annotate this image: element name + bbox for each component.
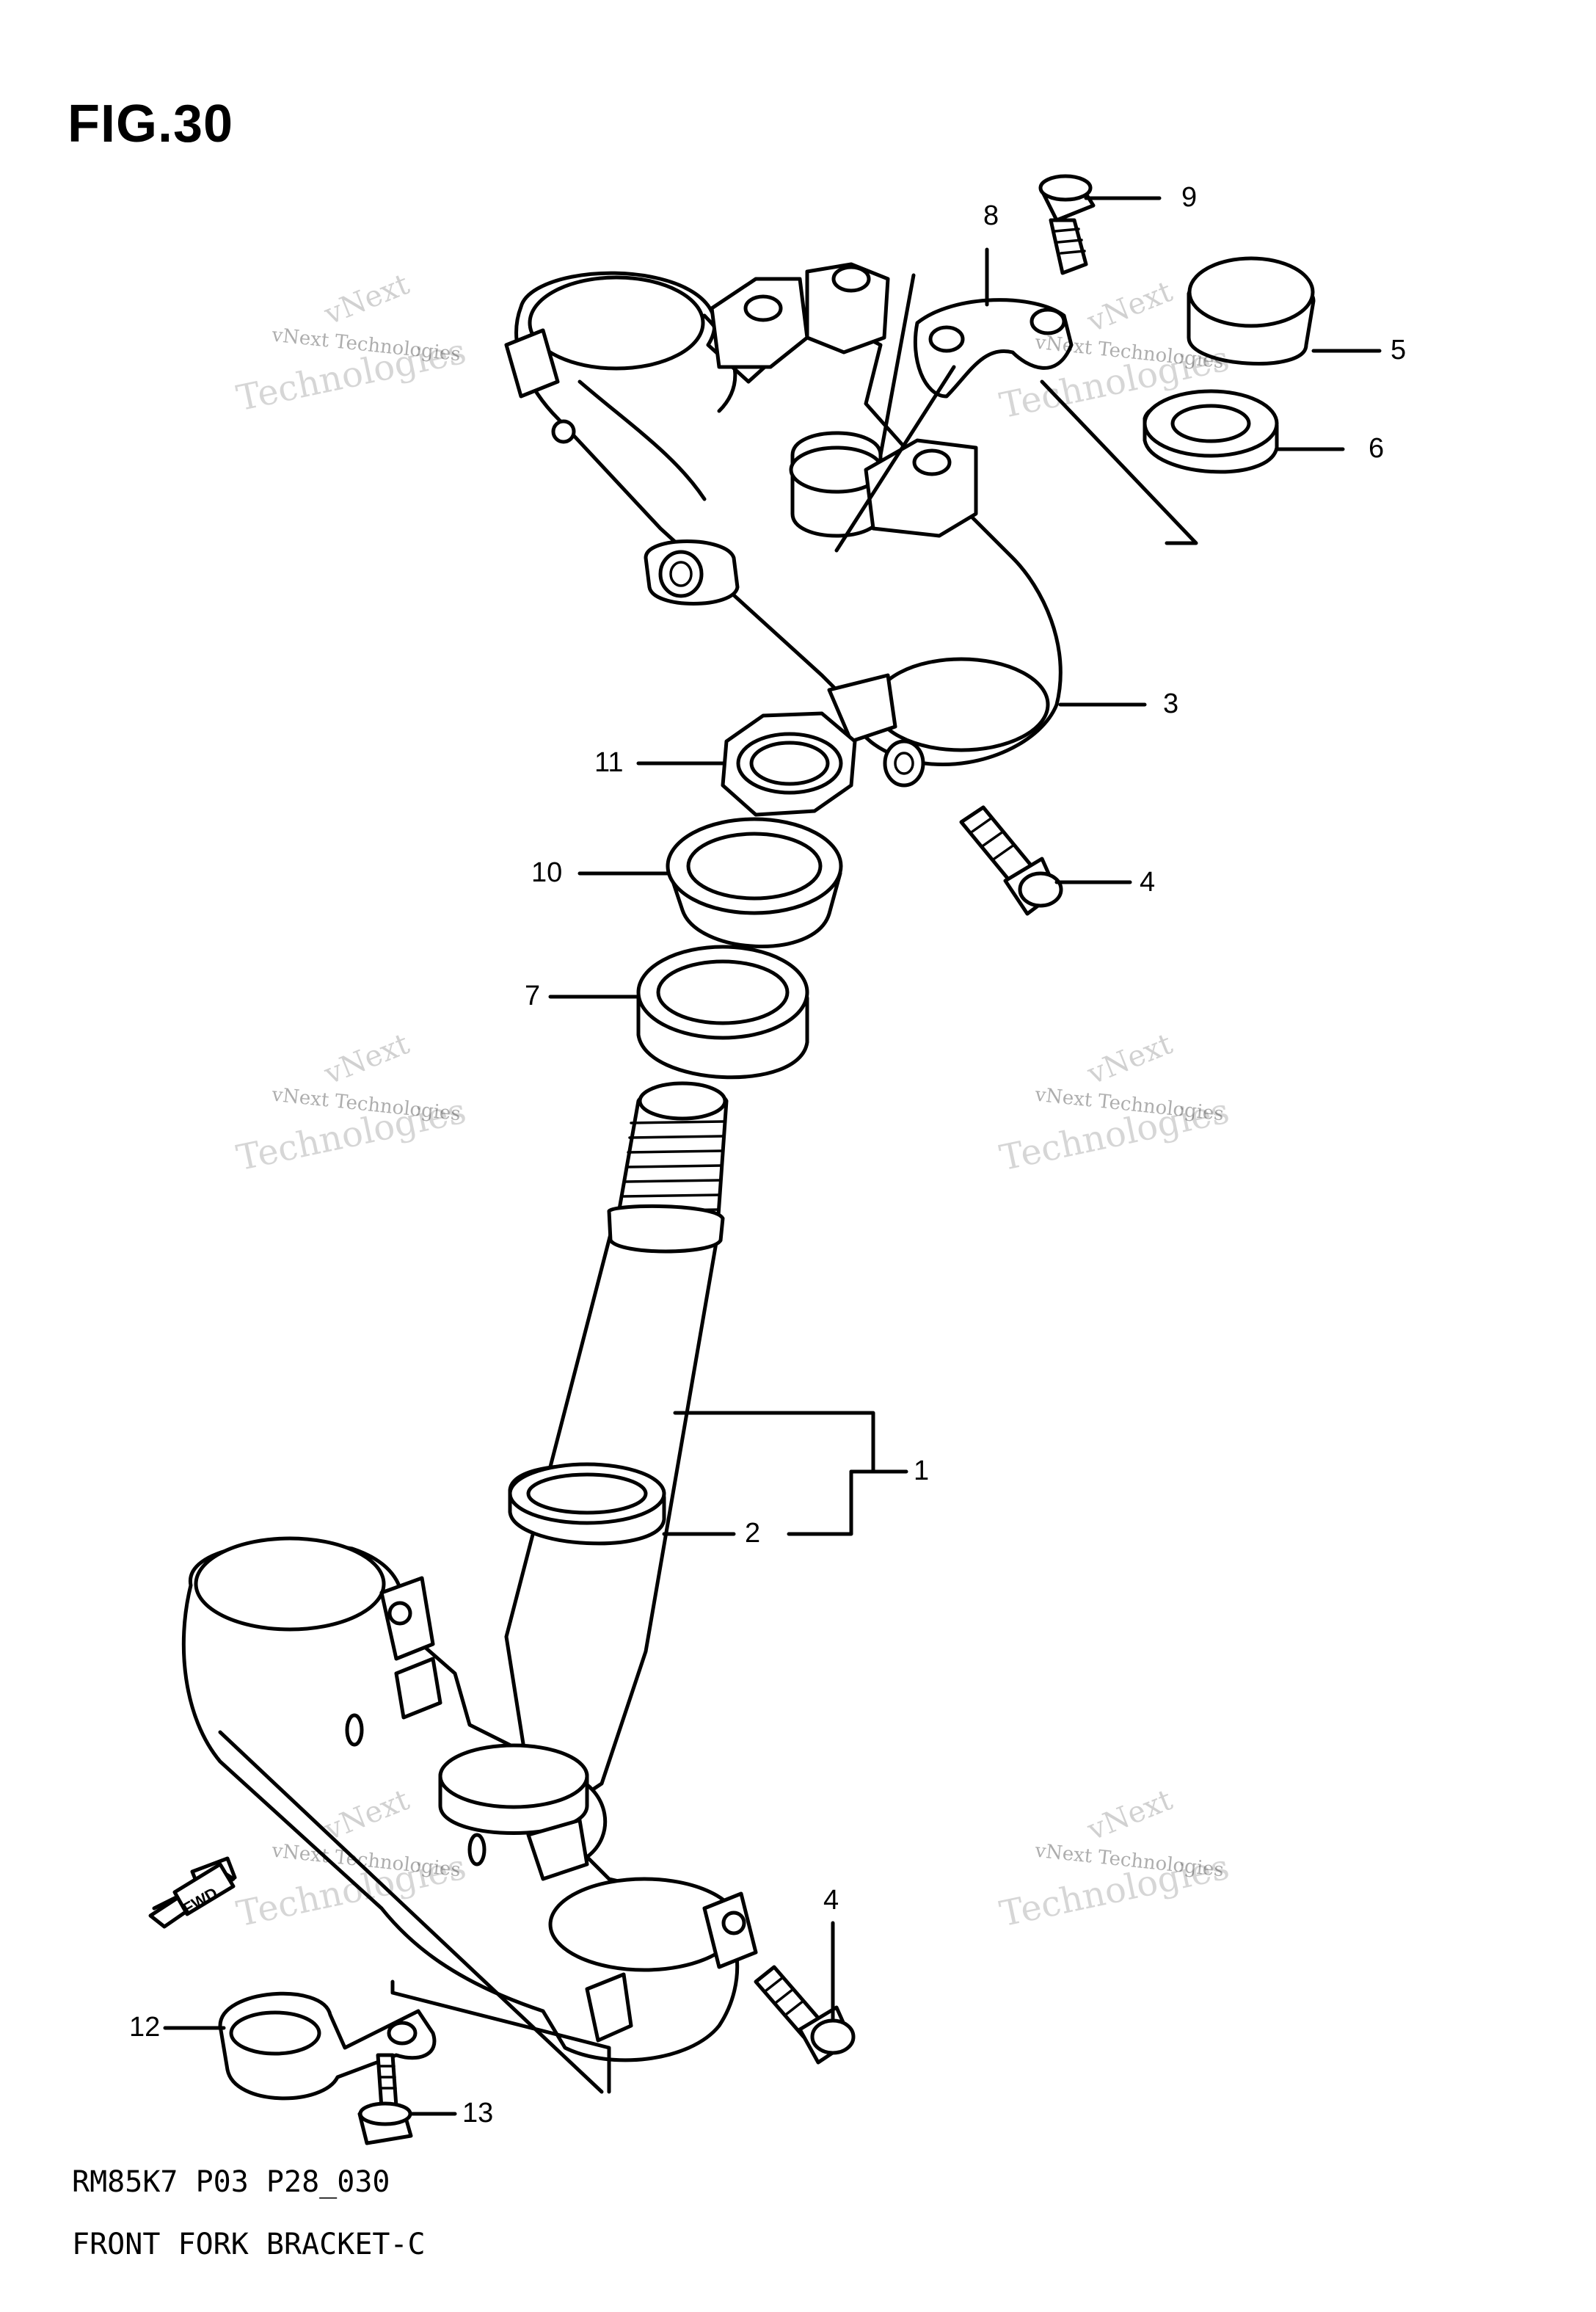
- callout-13: 13: [462, 2098, 494, 2129]
- bearing-9: [636, 945, 809, 1080]
- callout-4-lower: 4: [823, 1885, 839, 1916]
- lower-bracket: [181, 1536, 758, 2062]
- seal-ring-2: [508, 1462, 666, 1546]
- steering-stem: [504, 1081, 729, 1800]
- callout-5: 5: [1391, 335, 1407, 366]
- callout-6: 6: [1369, 433, 1385, 464]
- callout-11: 11: [594, 747, 624, 778]
- figure-name: FRONT FORK BRACKET-C: [72, 2228, 426, 2261]
- bolt-4-upper: [959, 805, 1063, 916]
- screw-13: [357, 2053, 413, 2145]
- washer-6: [1143, 389, 1279, 474]
- dust-seal-10: [666, 817, 843, 948]
- handlebar-clamp: [913, 298, 1074, 399]
- figure-title: FIG.30: [68, 95, 234, 153]
- bolt-4-lower: [754, 1965, 856, 2065]
- cable-clamp-12: [218, 1991, 437, 2101]
- callout-10: 10: [531, 857, 563, 888]
- callout-3: 3: [1163, 688, 1179, 719]
- upper-bracket: [504, 262, 1063, 788]
- fwd-arrow: FWD: [148, 1856, 237, 1929]
- leader-lines: [163, 196, 1382, 2116]
- figure-code: RM85K7 P03 P28_030: [72, 2165, 390, 2199]
- steering-nut-11: [721, 711, 857, 817]
- callout-12: 12: [129, 2012, 161, 2043]
- cap-5: [1187, 256, 1316, 366]
- callout-1: 1: [914, 1455, 930, 1486]
- callout-9: 7: [525, 981, 541, 1011]
- callout-7: 8: [983, 200, 999, 231]
- callout-2: 2: [745, 1518, 761, 1549]
- bolt-8: [1038, 174, 1096, 275]
- callout-4-upper: 4: [1140, 867, 1156, 898]
- callout-8: 9: [1181, 182, 1198, 213]
